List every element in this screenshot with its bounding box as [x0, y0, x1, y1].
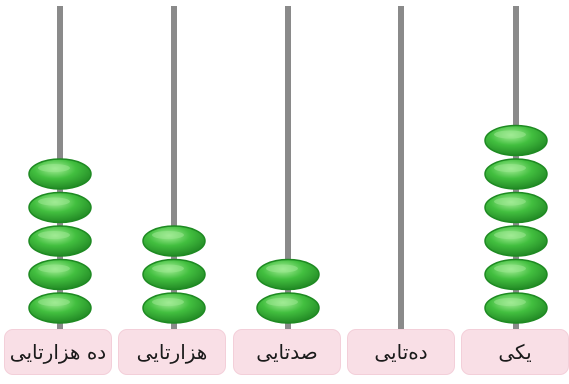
abacus-bead — [142, 225, 206, 257]
abacus-bead — [484, 292, 548, 324]
column-label-text: یکی — [498, 340, 532, 364]
abacus-bead — [28, 158, 92, 190]
abacus-bead — [256, 258, 320, 291]
abacus-bead — [484, 124, 548, 157]
column-label-text: هزارتایی — [136, 340, 208, 364]
abacus-bead — [142, 258, 206, 291]
abacus-bead — [484, 191, 548, 224]
abacus-bead — [484, 225, 548, 257]
column-label-text: صدتایی — [256, 340, 318, 364]
abacus-bead — [484, 158, 548, 190]
column-label-thousands: هزارتایی — [118, 329, 226, 375]
abacus-bead — [142, 292, 206, 324]
column-label-text: ده‌تایی — [374, 340, 428, 364]
abacus-rod — [171, 6, 177, 330]
abacus-bead — [28, 191, 92, 224]
abacus-bead — [28, 225, 92, 257]
abacus-bead — [256, 292, 320, 324]
abacus-bead — [28, 292, 92, 324]
abacus-rod — [285, 6, 291, 330]
abacus-rod — [398, 6, 404, 330]
abacus-bead — [484, 258, 548, 291]
abacus-bead — [28, 258, 92, 291]
column-label-ten-thousands: ده هزارتایی — [4, 329, 112, 375]
column-label-hundreds: صدتایی — [233, 329, 341, 375]
column-label-tens: ده‌تایی — [347, 329, 455, 375]
column-label-text: ده هزارتایی — [9, 340, 107, 364]
column-label-ones: یکی — [461, 329, 569, 375]
beads — [28, 124, 548, 324]
